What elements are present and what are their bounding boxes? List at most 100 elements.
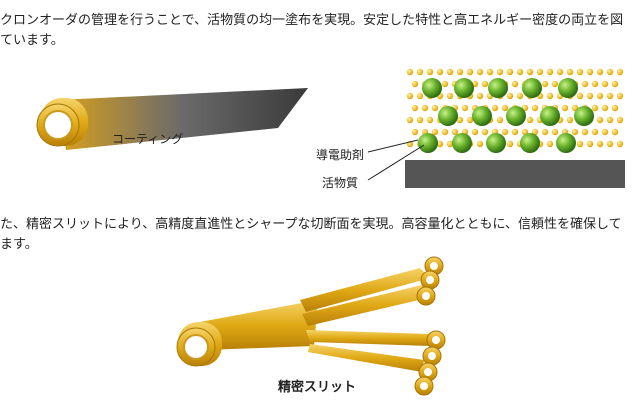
active-particle	[418, 133, 438, 153]
conductive-particle	[591, 80, 599, 88]
conductive-particle	[536, 68, 544, 76]
slit-sheet	[200, 300, 318, 350]
active-particle	[520, 133, 540, 153]
active-material-particles	[418, 78, 594, 153]
conductive-particle	[586, 92, 594, 100]
conductive-particle	[411, 128, 419, 136]
conductive-particle	[596, 116, 604, 124]
conductive-particle	[616, 68, 624, 76]
leader-line-conductive	[367, 139, 419, 153]
conductive-particle	[516, 92, 524, 100]
conductive-particle	[601, 128, 609, 136]
conductive-particle	[596, 140, 604, 148]
conductive-particle	[596, 92, 604, 100]
leader-line-active	[367, 144, 425, 181]
conductive-particle	[436, 68, 444, 76]
conductive-particle	[471, 128, 479, 136]
conductive-particle	[591, 128, 599, 136]
coating-roll-illustration	[36, 88, 308, 150]
conductive-particle	[566, 68, 574, 76]
conductive-particle	[511, 128, 519, 136]
particle-diagram	[367, 68, 625, 188]
conductive-particle	[461, 104, 469, 112]
roll-core	[43, 110, 73, 140]
conductive-particle	[591, 104, 599, 112]
conductive-particle	[606, 140, 614, 148]
label-precision-slit: 精密スリット	[278, 380, 357, 395]
active-particle	[522, 78, 542, 98]
active-particle	[558, 78, 578, 98]
conductive-particle	[441, 128, 449, 136]
active-particle	[556, 133, 576, 153]
conductive-particle	[511, 80, 519, 88]
conductive-particle	[541, 80, 549, 88]
active-particle	[506, 106, 526, 126]
conductive-particle	[551, 128, 559, 136]
conductive-particle	[431, 128, 439, 136]
conductive-particle	[586, 68, 594, 76]
conductive-particle	[606, 68, 614, 76]
active-particle	[486, 133, 506, 153]
conductive-particle	[571, 128, 579, 136]
conductive-particle	[501, 104, 509, 112]
active-particle	[452, 133, 472, 153]
conductive-particle	[586, 140, 594, 148]
label-conductive-agent: 導電助剤	[316, 148, 365, 162]
conductive-particle	[616, 140, 624, 148]
conductive-particle	[601, 80, 609, 88]
conductive-particle	[576, 92, 584, 100]
slit-strips	[300, 268, 436, 372]
conductive-particle	[506, 92, 514, 100]
conductive-particle	[406, 92, 414, 100]
conductive-particle	[551, 80, 559, 88]
paragraph-line-2: ています。	[0, 33, 64, 48]
conductive-particle	[546, 92, 554, 100]
conductive-particle	[481, 128, 489, 136]
conductive-particle	[531, 104, 539, 112]
conductive-particle	[466, 68, 474, 76]
conductive-particle	[561, 104, 569, 112]
conductive-particle	[596, 68, 604, 76]
conductive-particle	[576, 68, 584, 76]
active-particle	[454, 78, 474, 98]
slit-rolls	[414, 256, 446, 396]
conductive-particle	[501, 128, 509, 136]
active-particle	[422, 78, 442, 98]
conductive-particle	[506, 140, 514, 148]
conductive-particle	[611, 104, 619, 112]
current-collector	[405, 160, 625, 188]
active-particle	[540, 106, 560, 126]
conductive-particle	[581, 80, 589, 88]
conductive-particle	[496, 116, 504, 124]
conductive-particle	[491, 104, 499, 112]
paragraph-line-1: クロンオーダの管理を行うことで、活物質の均一塗布を実現。安定した特性と高エネルギ…	[0, 13, 624, 28]
conductive-particle	[486, 68, 494, 76]
conductive-particle	[446, 140, 454, 148]
conductive-particle	[416, 68, 424, 76]
paragraph-line-4: ます。	[0, 237, 38, 252]
conductive-particle	[546, 140, 554, 148]
conductive-particle	[541, 128, 549, 136]
paragraph-line-3: た、精密スリットにより、高精度直進性とシャープな切断面を実現。高容量化とともに、…	[0, 217, 622, 232]
precision-slit-illustration	[176, 256, 446, 396]
conductive-particle	[601, 104, 609, 112]
coated-sheet	[58, 88, 308, 150]
conductive-particle	[451, 128, 459, 136]
conductive-particle	[431, 104, 439, 112]
conductive-particle	[436, 140, 444, 148]
slit-roll-core	[183, 334, 209, 360]
conductive-particle	[566, 116, 574, 124]
conductive-particle	[476, 68, 484, 76]
label-coating: コーティング	[112, 132, 184, 146]
conductive-particle	[526, 68, 534, 76]
conductive-particle	[456, 68, 464, 76]
active-particle	[574, 106, 594, 126]
conductive-particle	[426, 116, 434, 124]
conductive-particle	[611, 80, 619, 88]
conductive-particle	[496, 68, 504, 76]
conductive-particle	[506, 68, 514, 76]
conductive-particle	[411, 80, 419, 88]
conductive-particle	[411, 104, 419, 112]
active-particle	[488, 78, 508, 98]
